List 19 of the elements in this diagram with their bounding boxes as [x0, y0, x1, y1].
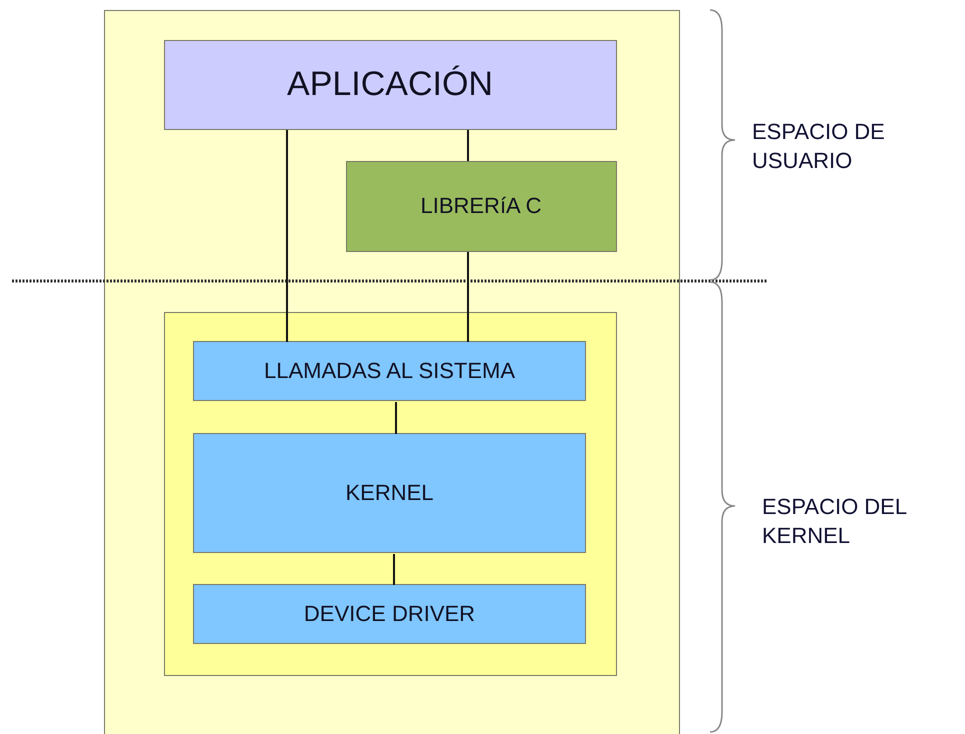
connector-line: [395, 402, 397, 434]
layer-panel: [164, 312, 616, 676]
layer-panel: [104, 10, 680, 734]
layer-box: [346, 160, 616, 252]
box-label: LLAMADAS AL SISTEMA: [264, 358, 516, 384]
layer-box: [193, 341, 586, 401]
box-label: APLICACIÓN: [287, 65, 493, 104]
connector-line: [467, 252, 469, 342]
layer-box: [193, 433, 586, 553]
box-label: KERNEL: [345, 480, 434, 506]
box-label: LIBRERíA C: [420, 193, 542, 219]
region-label: ESPACIO DE USUARIO: [752, 118, 886, 175]
connector-line: [286, 130, 288, 342]
connector-line: [467, 130, 469, 161]
layer-box: [164, 40, 616, 130]
region-label: ESPACIO DEL KERNEL: [762, 493, 908, 550]
connector-line: [393, 554, 395, 585]
layer-box: [193, 584, 586, 644]
box-label: DEVICE DRIVER: [304, 601, 476, 627]
